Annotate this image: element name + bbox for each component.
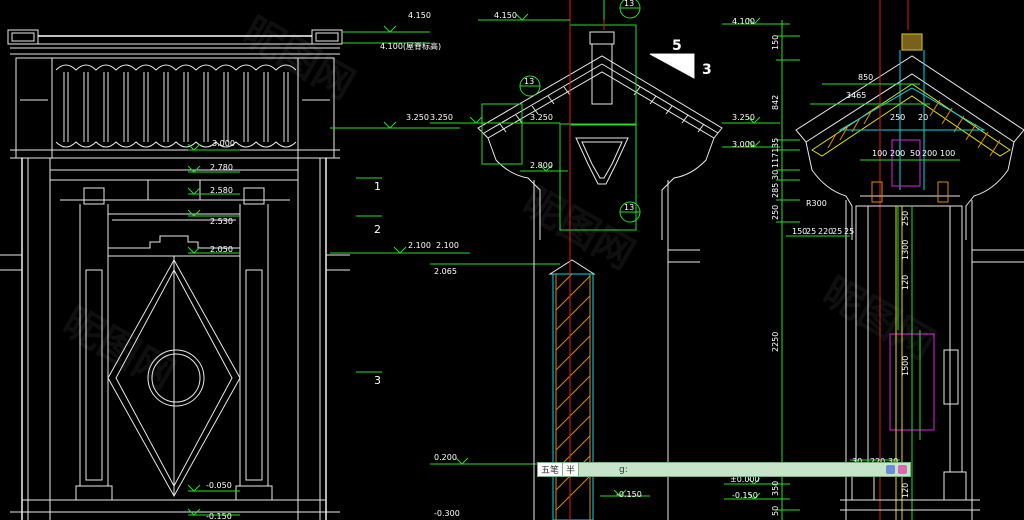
svg-text:4.150: 4.150 bbox=[408, 11, 431, 20]
side-section bbox=[430, 0, 790, 520]
svg-text:100: 100 bbox=[940, 149, 955, 158]
svg-text:2.050: 2.050 bbox=[210, 245, 233, 254]
ime-settings-icon[interactable] bbox=[886, 465, 895, 474]
svg-text:50: 50 bbox=[910, 149, 920, 158]
svg-text:30: 30 bbox=[771, 170, 780, 180]
svg-text:20: 20 bbox=[918, 113, 928, 122]
svg-text:30: 30 bbox=[888, 457, 898, 466]
svg-text:3: 3 bbox=[702, 62, 712, 78]
svg-text:200: 200 bbox=[922, 149, 937, 158]
left-elevation-markers bbox=[187, 25, 620, 516]
svg-text:250: 250 bbox=[771, 205, 780, 220]
svg-text:120: 120 bbox=[901, 275, 910, 290]
svg-text:R300: R300 bbox=[806, 199, 827, 208]
svg-text:25: 25 bbox=[806, 227, 816, 236]
svg-text:3.000: 3.000 bbox=[732, 140, 755, 149]
svg-text:35: 35 bbox=[771, 138, 780, 148]
svg-text:220: 220 bbox=[818, 227, 833, 236]
svg-text:13: 13 bbox=[624, 0, 634, 8]
svg-text:1171: 1171 bbox=[771, 148, 780, 168]
svg-text:50: 50 bbox=[771, 506, 780, 516]
svg-text:200: 200 bbox=[890, 149, 905, 158]
svg-text:3.250: 3.250 bbox=[406, 113, 429, 122]
svg-text:2.580: 2.580 bbox=[210, 186, 233, 195]
svg-text:3.250: 3.250 bbox=[732, 113, 755, 122]
svg-text:0.200: 0.200 bbox=[434, 453, 457, 462]
svg-text:13: 13 bbox=[624, 203, 634, 212]
svg-text:2.800: 2.800 bbox=[530, 161, 553, 170]
svg-text:250: 250 bbox=[901, 211, 910, 226]
svg-text:3465: 3465 bbox=[846, 91, 866, 100]
svg-text:850: 850 bbox=[858, 73, 873, 82]
svg-text:150: 150 bbox=[792, 227, 807, 236]
svg-text:30: 30 bbox=[852, 457, 862, 466]
ime-input-value[interactable]: g: bbox=[619, 464, 628, 475]
svg-text:2: 2 bbox=[374, 223, 381, 236]
svg-text:-0.150: -0.150 bbox=[206, 512, 232, 520]
svg-text:3.250: 3.250 bbox=[530, 113, 553, 122]
svg-text:-0.050: -0.050 bbox=[206, 481, 232, 490]
svg-text:1300: 1300 bbox=[901, 240, 910, 260]
ime-mode-label[interactable]: 五笔 bbox=[538, 463, 564, 476]
svg-text:2.530: 2.530 bbox=[210, 217, 233, 226]
ime-half-width-toggle[interactable]: 半 bbox=[563, 463, 580, 476]
right-section bbox=[776, 0, 1024, 520]
svg-text:3: 3 bbox=[374, 374, 381, 387]
svg-text:4.100: 4.100 bbox=[732, 17, 755, 26]
ime-status-bar[interactable]: 五笔 半 g: bbox=[537, 462, 911, 477]
svg-text:2250: 2250 bbox=[771, 332, 780, 352]
svg-text:3.000: 3.000 bbox=[212, 139, 235, 148]
front-elevation bbox=[0, 29, 350, 520]
svg-text:1: 1 bbox=[374, 180, 381, 193]
svg-text:2.780: 2.780 bbox=[210, 163, 233, 172]
svg-text:120: 120 bbox=[901, 483, 910, 498]
svg-text:25: 25 bbox=[832, 227, 842, 236]
svg-text:-0.150: -0.150 bbox=[732, 491, 758, 500]
svg-text:100: 100 bbox=[872, 149, 887, 158]
dimension-labels: 4.150 4.100(屋脊标高) 3.250 3.250 3.250 3.25… bbox=[206, 0, 955, 520]
svg-text:昵图网: 昵图网 bbox=[55, 299, 182, 399]
svg-text:4.150: 4.150 bbox=[494, 11, 517, 20]
svg-text:2.100: 2.100 bbox=[408, 241, 431, 250]
svg-text:2.100: 2.100 bbox=[436, 241, 459, 250]
svg-text:13: 13 bbox=[524, 77, 534, 86]
svg-text:25: 25 bbox=[844, 227, 854, 236]
svg-text:2.065: 2.065 bbox=[434, 267, 457, 276]
svg-text:1500: 1500 bbox=[901, 356, 910, 376]
svg-text:-0.300: -0.300 bbox=[434, 509, 460, 518]
svg-text:5: 5 bbox=[672, 38, 682, 54]
ime-close-icon[interactable] bbox=[898, 465, 907, 474]
svg-text:350: 350 bbox=[771, 481, 780, 496]
svg-text:250: 250 bbox=[890, 113, 905, 122]
svg-text:150: 150 bbox=[771, 35, 780, 50]
svg-text:3.250: 3.250 bbox=[430, 113, 453, 122]
svg-text:±0.000: ±0.000 bbox=[730, 475, 760, 484]
svg-text:昵图网: 昵图网 bbox=[815, 269, 942, 369]
svg-text:220: 220 bbox=[870, 457, 885, 466]
svg-text:285: 285 bbox=[771, 183, 780, 198]
svg-text:4.100(屋脊标高): 4.100(屋脊标高) bbox=[380, 41, 441, 51]
svg-text:-0.150: -0.150 bbox=[616, 490, 642, 499]
svg-text:842: 842 bbox=[771, 95, 780, 110]
